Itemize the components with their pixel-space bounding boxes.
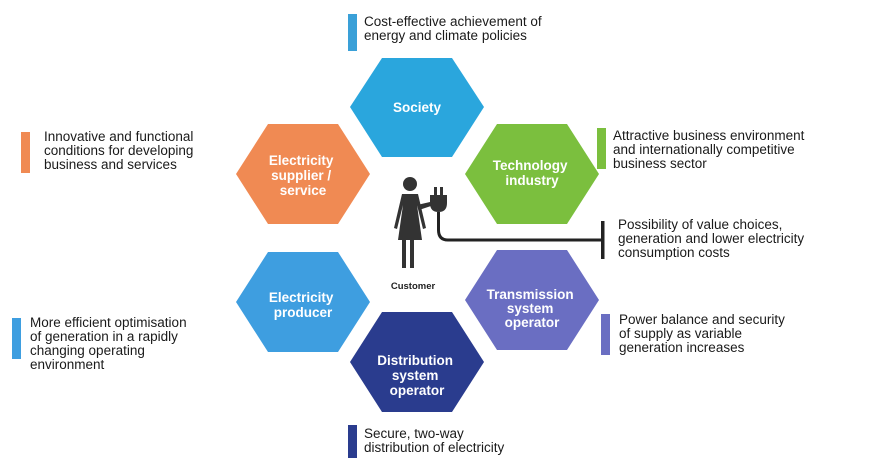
- note-line: conditions for developing: [44, 143, 194, 158]
- cable-terminator: [601, 221, 605, 259]
- note-line: Secure, two-way: [364, 426, 464, 441]
- hex-distribution-system-operator: Distribution system operator: [350, 312, 484, 412]
- hex-electricity-supplier-label: Electricity supplier / service: [269, 153, 337, 198]
- hex-electricity-producer-label: Electricity producer: [269, 290, 337, 320]
- customer-label: Customer: [391, 281, 436, 292]
- note-society: Cost-effective achievement of energy and…: [364, 15, 542, 43]
- hex-society: Society: [350, 58, 484, 157]
- note-technology-industry: Attractive business environment and inte…: [613, 129, 804, 171]
- customer-figure: Customer: [391, 177, 605, 292]
- power-cable: [437, 212, 602, 242]
- plug-icon: [430, 187, 447, 212]
- note-line: of supply as variable: [619, 326, 743, 341]
- note-supplier-marker: [21, 132, 30, 173]
- hex-society-label: Society: [393, 100, 442, 115]
- note-line: More efficient optimisation: [30, 315, 187, 330]
- note-technology-industry-marker: [597, 128, 606, 169]
- note-transmission-marker: [601, 314, 610, 355]
- note-line: changing operating: [30, 343, 145, 358]
- note-customer: Possibility of value choices, generation…: [618, 218, 804, 260]
- note-line: consumption costs: [618, 245, 730, 260]
- note-line: business sector: [613, 156, 707, 171]
- note-line: energy and climate policies: [364, 28, 527, 43]
- hex-electricity-producer: Electricity producer: [236, 252, 370, 352]
- note-line: Power balance and security: [619, 312, 785, 327]
- note-electricity-supplier: Innovative and functional conditions for…: [44, 130, 193, 172]
- hex-technology-industry-label: Technology industry: [493, 158, 572, 188]
- note-line: generation increases: [619, 340, 745, 355]
- note-line: of generation in a rapidly: [30, 329, 178, 344]
- hex-transmission-system-operator: Transmission system operator: [465, 250, 599, 350]
- note-line: Possibility of value choices,: [618, 217, 783, 232]
- hex-technology-industry: Technology industry: [465, 124, 599, 224]
- note-line: Innovative and functional: [44, 129, 194, 144]
- note-line: Attractive business environment: [613, 128, 805, 143]
- note-line: and internationally competitive: [613, 142, 795, 157]
- note-line: generation and lower electricity: [618, 231, 805, 246]
- hex-transmission-system-operator-label: Transmission system operator: [487, 287, 578, 330]
- note-line: Cost-effective achievement of: [364, 14, 542, 29]
- note-line: distribution of electricity: [364, 440, 505, 455]
- note-line: business and services: [44, 157, 177, 172]
- note-producer-marker: [12, 318, 21, 359]
- note-distribution-marker: [348, 425, 357, 458]
- note-society-marker: [348, 14, 357, 51]
- hex-distribution-system-operator-label: Distribution system operator: [377, 353, 457, 398]
- note-line: environment: [30, 357, 105, 372]
- note-transmission-system-operator: Power balance and security of supply as …: [619, 313, 785, 355]
- note-distribution-system-operator: Secure, two-way distribution of electric…: [364, 427, 504, 455]
- hex-electricity-supplier: Electricity supplier / service: [236, 124, 370, 224]
- person-icon: [394, 177, 431, 268]
- note-electricity-producer: More efficient optimisation of generatio…: [30, 316, 187, 372]
